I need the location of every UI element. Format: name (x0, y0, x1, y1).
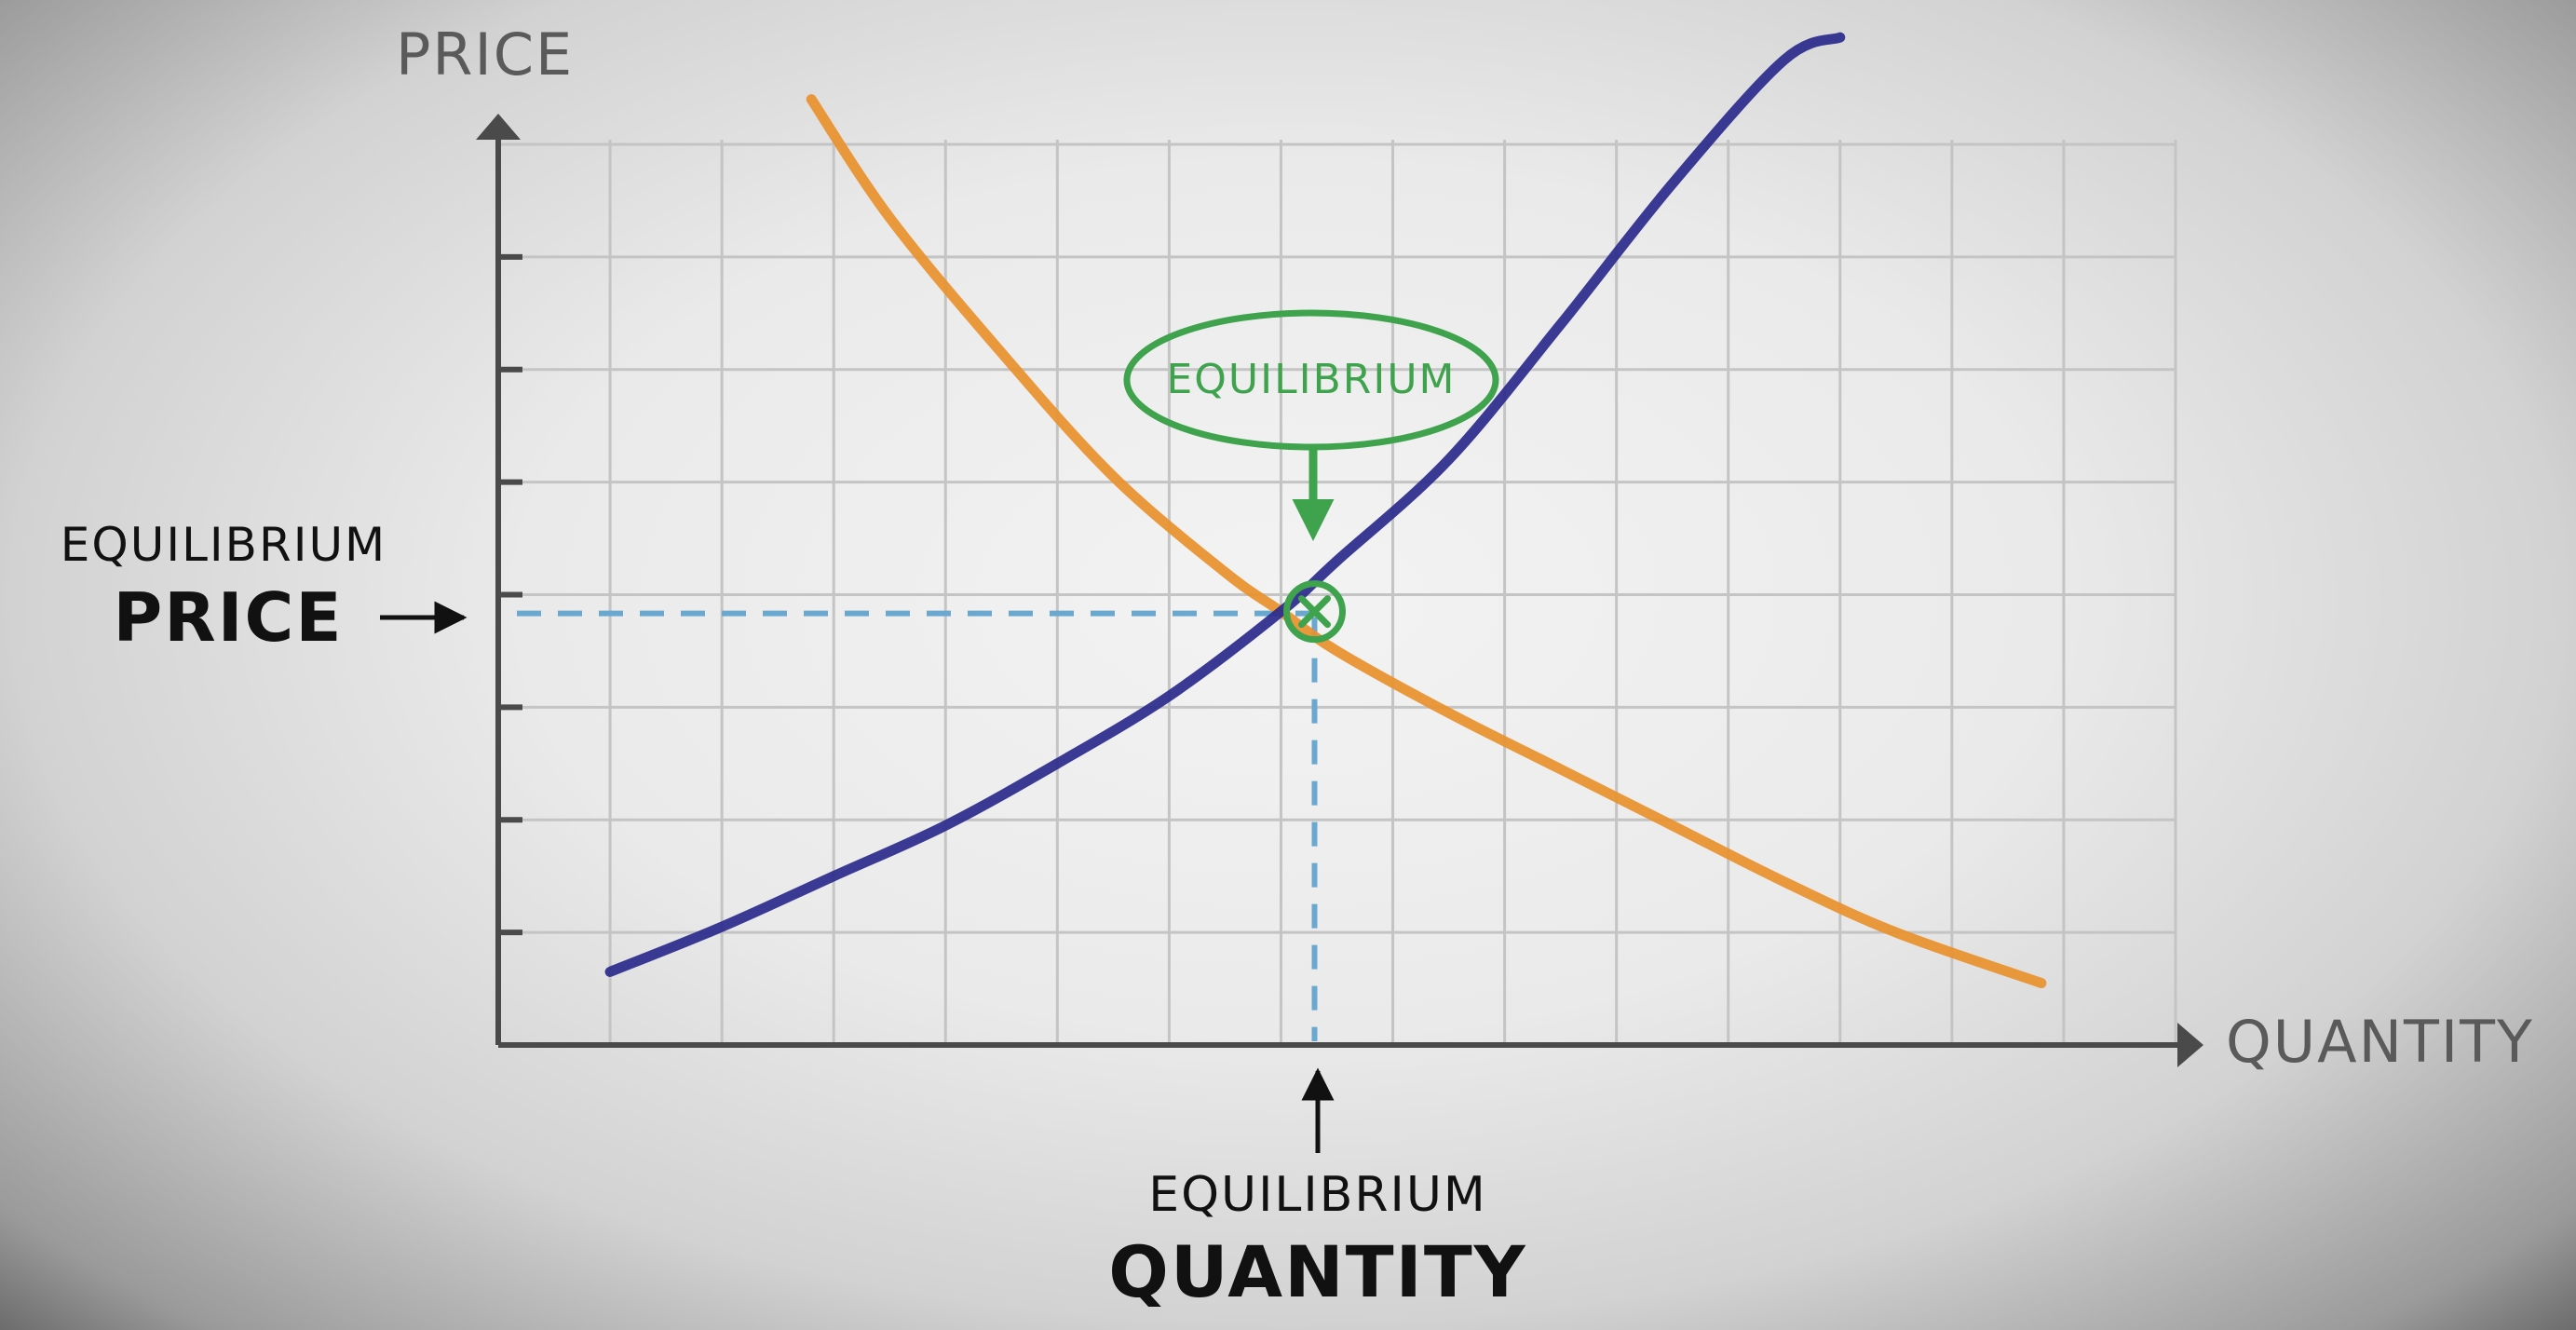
quantity-label-bottom: QUANTITY (1108, 1230, 1526, 1313)
y-axis-label: PRICE (396, 20, 574, 88)
bubble-label: EQUILIBRIUM (1166, 356, 1456, 403)
equilibrium-quantity-label: EQUILIBRIUM QUANTITY (1108, 1067, 1526, 1313)
equilibrium-guides (517, 610, 1318, 1041)
bubble-outline (1123, 309, 1499, 451)
y-axis-arrowhead (476, 114, 521, 140)
series-line-1 (806, 94, 2047, 989)
equilibrium-point-x (1297, 595, 1331, 629)
x-axis-label: QUANTITY (2226, 1008, 2534, 1076)
equilibrium-marker (1282, 580, 1346, 644)
equilibrium-price-label: EQUILIBRIUM PRICE (61, 518, 468, 657)
series (604, 32, 2047, 989)
x-axis-arrowhead (2177, 1023, 2203, 1067)
quantity-label-top: EQUILIBRIUM (1148, 1167, 1487, 1223)
series-line-2 (604, 32, 1846, 977)
axes (476, 114, 2203, 1067)
equilibrium-bubble: EQUILIBRIUM (1123, 309, 1499, 541)
price-label-top: EQUILIBRIUM (61, 518, 386, 572)
equilibrium-point-circle (1282, 580, 1346, 644)
grid (496, 140, 2177, 1047)
price-label-bottom: PRICE (113, 578, 343, 657)
